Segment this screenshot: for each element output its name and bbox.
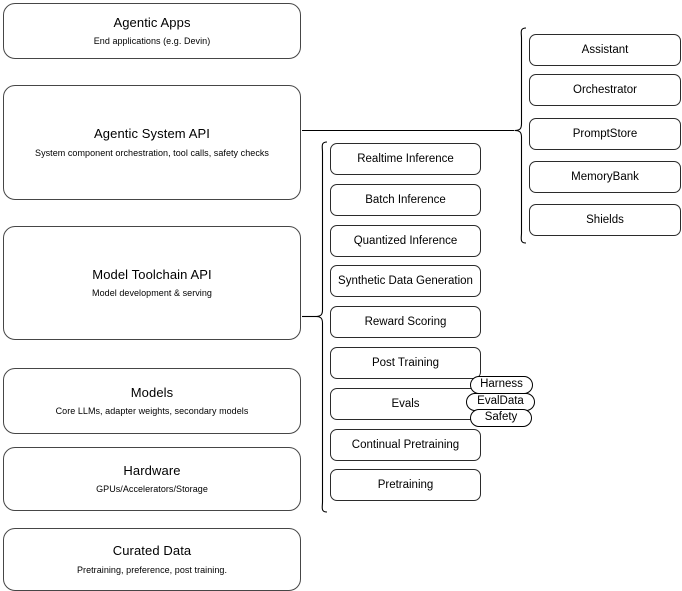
chip-label: Evals: [391, 397, 420, 410]
layer-box-model-toolchain-api[interactable]: Model Toolchain API Model development & …: [3, 226, 301, 340]
chip-label: Continual Pretraining: [351, 438, 460, 451]
toolchain-chip-quantized-inference[interactable]: Quantized Inference: [330, 225, 481, 257]
system-chip-assistant[interactable]: Assistant: [529, 34, 681, 66]
badge-label: Harness: [480, 378, 523, 391]
layer-title: Agentic System API: [94, 126, 210, 142]
chip-label: Batch Inference: [365, 193, 446, 206]
system-chip-memorybank[interactable]: MemoryBank: [529, 161, 681, 193]
layer-subtitle: Pretraining, preference, post training.: [76, 564, 228, 575]
layer-box-models[interactable]: Models Core LLMs, adapter weights, secon…: [3, 368, 301, 434]
chip-label: Pretraining: [377, 478, 434, 491]
eval-badge-safety[interactable]: Safety: [470, 409, 532, 427]
layer-box-hardware[interactable]: Hardware GPUs/Accelerators/Storage: [3, 447, 301, 511]
chip-label: Synthetic Data Generation: [338, 274, 473, 287]
toolchain-chip-post-training[interactable]: Post Training: [330, 347, 481, 379]
toolchain-chip-realtime-inference[interactable]: Realtime Inference: [330, 143, 481, 175]
badge-label: EvalData: [477, 395, 524, 408]
layer-title: Models: [130, 384, 174, 400]
toolchain-chip-batch-inference[interactable]: Batch Inference: [330, 184, 481, 216]
chip-label: Post Training: [371, 356, 440, 369]
brace-system-components: [514, 27, 527, 244]
chip-label: Shields: [586, 213, 624, 226]
chip-label: PromptStore: [572, 127, 638, 140]
layer-subtitle: System component orchestration, tool cal…: [35, 147, 269, 158]
chip-label: Orchestrator: [573, 83, 637, 96]
layer-subtitle: Model development & serving: [92, 288, 212, 298]
badge-label: Safety: [484, 411, 518, 424]
system-chip-shields[interactable]: Shields: [529, 204, 681, 236]
chip-label: Realtime Inference: [357, 152, 454, 165]
toolchain-chip-evals[interactable]: Evals: [330, 388, 481, 420]
layer-box-curated-data[interactable]: Curated Data Pretraining, preference, po…: [3, 528, 301, 591]
chip-label: Reward Scoring: [364, 315, 447, 328]
layer-subtitle: Core LLMs, adapter weights, secondary mo…: [55, 406, 249, 416]
toolchain-chip-continual-pretraining[interactable]: Continual Pretraining: [330, 429, 481, 461]
chip-label: MemoryBank: [571, 170, 639, 183]
layer-subtitle: End applications (e.g. Devin): [93, 36, 211, 46]
eval-badge-harness[interactable]: Harness: [470, 376, 533, 394]
brace-toolchain-components: [315, 141, 328, 513]
layer-title: Curated Data: [112, 543, 192, 559]
layer-title: Model Toolchain API: [92, 266, 212, 282]
toolchain-chip-pretraining[interactable]: Pretraining: [330, 469, 481, 501]
layer-subtitle: GPUs/Accelerators/Storage: [96, 484, 208, 494]
layer-title: Agentic Apps: [113, 14, 191, 30]
chip-label: Quantized Inference: [353, 234, 458, 247]
layer-box-agentic-system-api[interactable]: Agentic System API System component orch…: [3, 85, 301, 200]
system-chip-promptstore[interactable]: PromptStore: [529, 118, 681, 150]
toolchain-chip-reward-scoring[interactable]: Reward Scoring: [330, 306, 481, 338]
layer-title: Hardware: [123, 462, 181, 478]
toolchain-chip-synthetic-data-generation[interactable]: Synthetic Data Generation: [330, 265, 481, 297]
system-chip-orchestrator[interactable]: Orchestrator: [529, 74, 681, 106]
layer-box-agentic-apps[interactable]: Agentic Apps End applications (e.g. Devi…: [3, 3, 301, 59]
chip-label: Assistant: [581, 43, 629, 56]
